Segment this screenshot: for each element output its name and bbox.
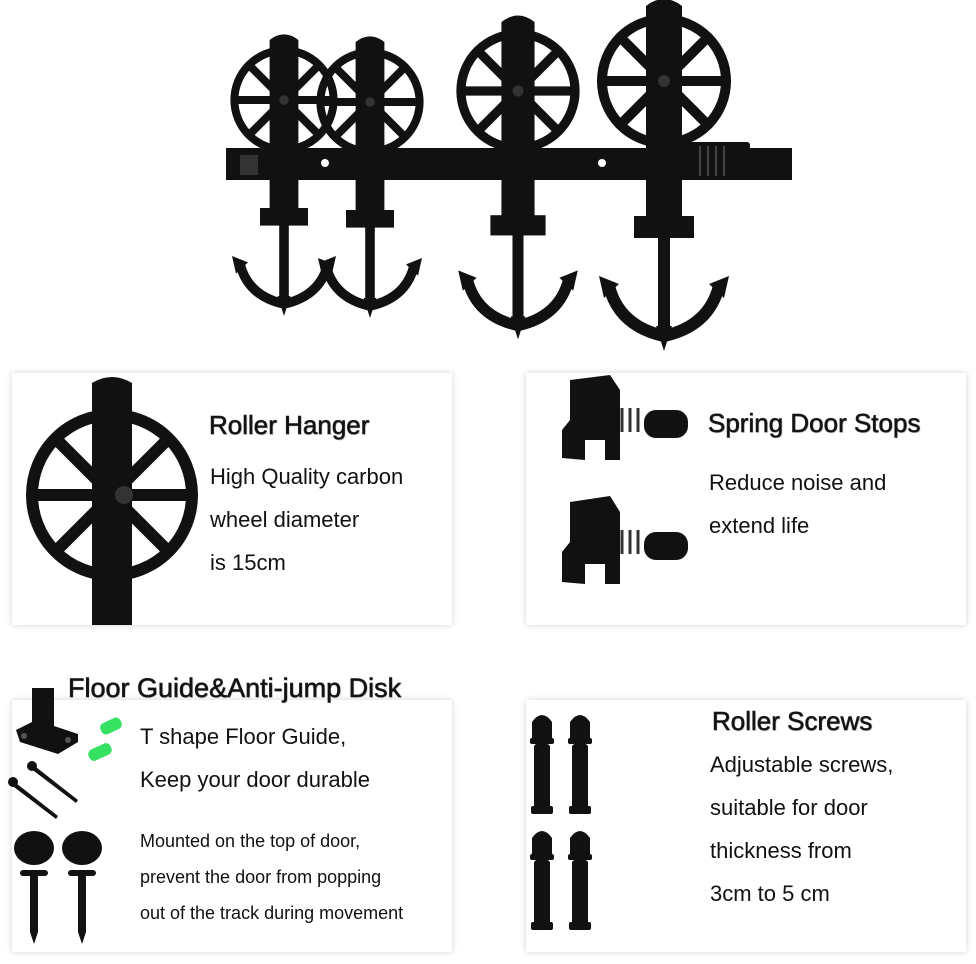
roller-hanger-title: Roller Hanger [209, 410, 370, 441]
roller-hanger-image [12, 373, 202, 625]
floor-guide-line-1: T shape Floor Guide, [140, 724, 347, 749]
roller-screws-line-3: thickness from [710, 838, 852, 863]
panel-roller-screws [526, 700, 966, 952]
floor-guide-note-2: prevent the door from popping [140, 867, 382, 887]
hero-rail-product-image [220, 0, 800, 355]
roller-screws-title: Roller Screws [712, 706, 873, 737]
spring-door-stops-line-2: extend life [709, 513, 810, 538]
roller-hanger-line-1: High Quality carbon [210, 464, 404, 489]
roller-hanger-line-2: wheel diameter [210, 507, 360, 532]
floor-guide-note-3: out of the track during movement [140, 903, 404, 923]
spring-door-stops-title: Spring Door Stops [708, 408, 921, 439]
roller-screws-image [520, 700, 610, 940]
rail-with-hangers-illustration [226, 0, 792, 351]
floor-guide-image [6, 682, 136, 952]
floor-guide-line-2: Keep your door durable [140, 767, 370, 792]
roller-screws-line-1: Adjustable screws, [710, 752, 894, 777]
roller-hanger-line-3: is 15cm [210, 550, 286, 575]
floor-guide-title: Floor Guide&Anti-jump Disk [68, 673, 402, 704]
floor-guide-note-1: Mounted on the top of door, [140, 831, 361, 851]
spring-door-stops-line-1: Reduce noise and [709, 470, 887, 495]
spring-door-stops-image [550, 370, 700, 600]
roller-screws-line-2: suitable for door [710, 795, 868, 820]
roller-screws-line-4: 3cm to 5 cm [710, 881, 830, 906]
